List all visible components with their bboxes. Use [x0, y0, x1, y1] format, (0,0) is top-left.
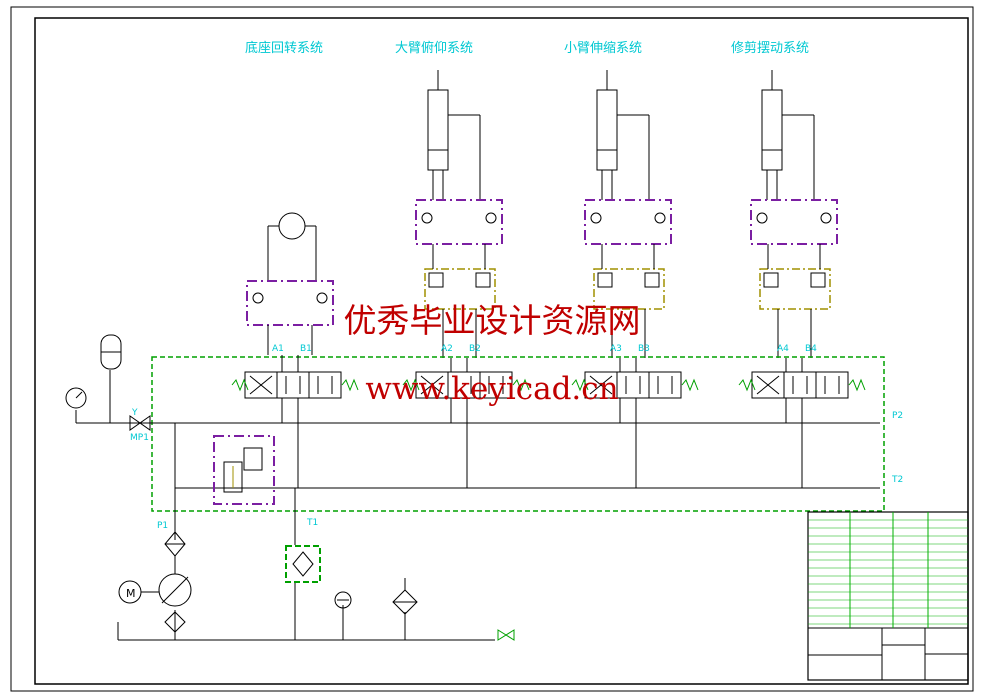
balance-valve-arm	[584, 199, 672, 245]
pressure-gauge-icon	[65, 387, 87, 409]
hydraulic-motor-icon	[267, 212, 317, 282]
port-a1: A1	[272, 344, 284, 354]
relief-valve	[213, 435, 275, 505]
port-b2: B2	[469, 344, 481, 354]
level-gauge-icon	[334, 591, 352, 609]
check-valve-trim	[759, 244, 831, 358]
directional-valve-4	[738, 371, 866, 399]
pipelines	[75, 355, 880, 641]
title-block-rows	[808, 519, 968, 625]
check-valve-boom	[424, 244, 496, 358]
title-block	[807, 511, 969, 681]
port-a4: A4	[777, 344, 789, 354]
port-a3: A3	[610, 344, 622, 354]
balance-valve-boom	[415, 199, 503, 245]
return-filter	[285, 545, 321, 583]
system-label-trim-swing: 修剪摆动系统	[731, 40, 809, 56]
system-label-arm-telescope: 小臂伸缩系统	[564, 40, 642, 56]
directional-valve-3	[571, 371, 699, 399]
cylinder-arm	[596, 70, 650, 200]
system-label-boom-pitch: 大臂俯仰系统	[395, 40, 473, 56]
stop-valve-icon	[129, 415, 151, 431]
port-mp1: MP1	[130, 433, 149, 443]
port-b4: B4	[805, 344, 817, 354]
port-t2: T2	[891, 475, 903, 485]
electric-motor-icon: M	[118, 580, 159, 604]
port-p1: P1	[157, 521, 168, 531]
port-b1: B1	[300, 344, 312, 354]
system-label-base-rotation: 底座回转系统	[245, 40, 323, 56]
port-y: Y	[131, 408, 138, 418]
drain-valve-icon	[497, 629, 515, 641]
air-breather-icon	[392, 578, 418, 615]
watermark-site-name: 优秀毕业设计资源网	[344, 301, 641, 340]
port-p2: P2	[892, 411, 903, 421]
accumulator-icon	[100, 334, 122, 370]
balance-valve-base	[246, 280, 334, 355]
directional-valve-1	[231, 371, 359, 399]
cylinder-trim	[761, 70, 815, 200]
port-a2: A2	[441, 344, 453, 354]
directional-valve-2	[402, 371, 530, 399]
suction-filter-icon	[164, 611, 186, 633]
balance-valve-trim	[750, 199, 838, 245]
cylinder-boom	[427, 70, 481, 200]
port-t1: T1	[306, 518, 318, 528]
valve-block-boundary	[151, 356, 885, 512]
motor-label: M	[126, 587, 136, 600]
pump-icon	[158, 556, 192, 607]
outer-frame	[10, 6, 974, 692]
inner-frame	[34, 17, 969, 685]
port-b3: B3	[638, 344, 650, 354]
check-valve-arm	[593, 244, 665, 358]
watermark-url: www.keyicad.cn	[365, 371, 618, 407]
